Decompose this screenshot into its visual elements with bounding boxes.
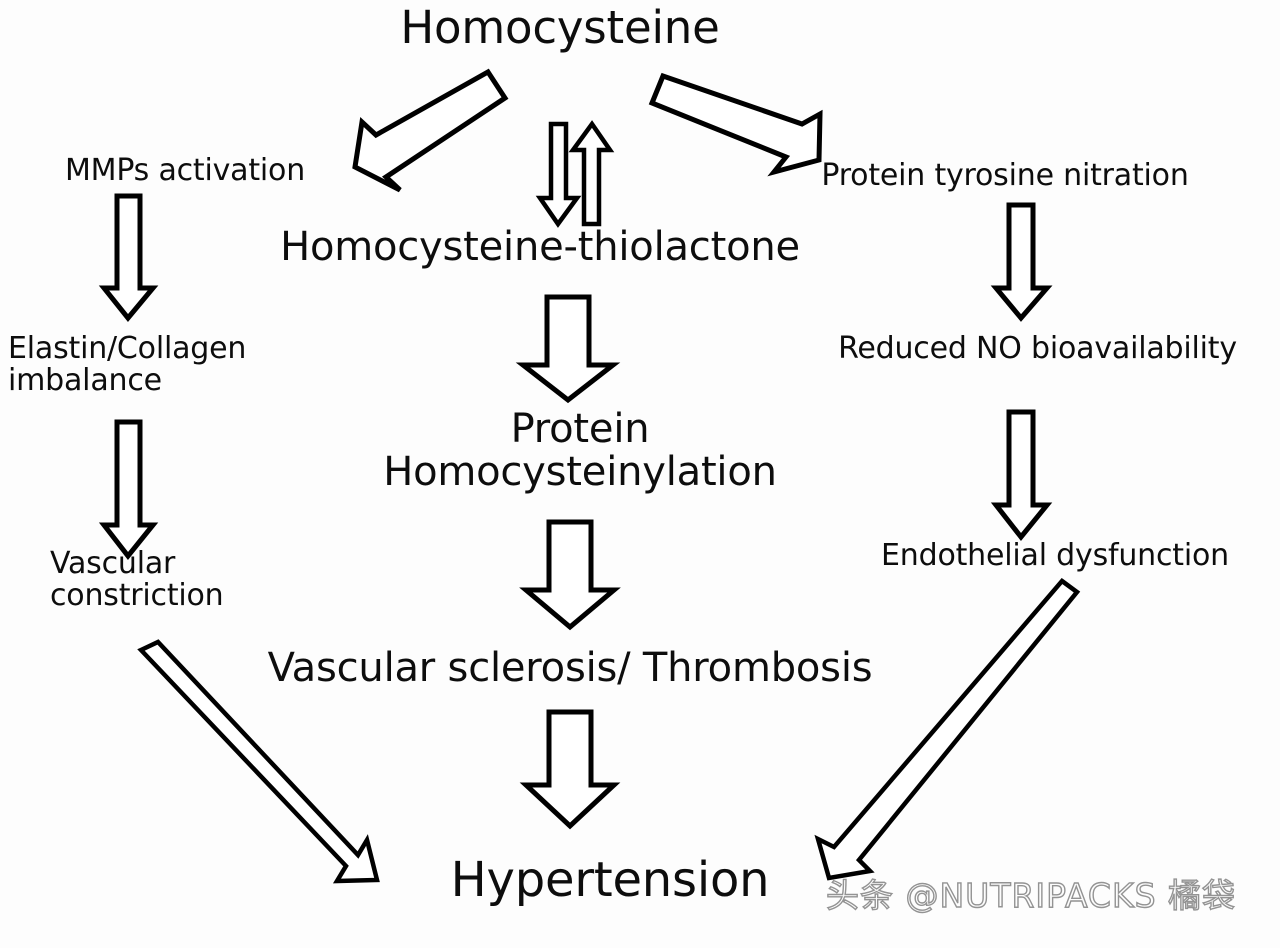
node-homocysteine-thiolactone: Homocysteine-thiolactone <box>280 224 800 270</box>
node-endothelial-dysfunction: Endothelial dysfunction <box>881 538 1229 573</box>
arrow-thiolactone-to-protein-homocysteinylation <box>515 294 621 404</box>
watermark-text: 头条 @NUTRIPACKS 橘袋 <box>825 875 1237 915</box>
node-homocysteine: Homocysteine <box>400 1 720 54</box>
node-hypertension: Hypertension <box>450 852 770 908</box>
node-vascular-constriction: Vascular constriction <box>50 546 224 614</box>
arrow-homocysteine-to-protein-tyrosine-nitration <box>648 72 823 177</box>
arrow-thiolactone-to-homocysteine-up <box>568 120 615 227</box>
node-protein-tyrosine-nitration: Protein tyrosine nitration <box>821 158 1189 193</box>
arrow-mmps-to-elastin-collagen <box>98 193 159 322</box>
arrow-protein-homocysteinylation-to-vascular-sclerosis <box>519 519 621 631</box>
node-vascular-sclerosis-thrombosis: Vascular sclerosis/ Thrombosis <box>267 645 873 691</box>
node-mmps-activation: MMPs activation <box>64 153 306 188</box>
arrow-elastin-collagen-to-vascular-constriction <box>98 419 159 561</box>
arrow-reduced-no-to-endothelial-dysfunction <box>990 409 1053 542</box>
arrow-vascular-constriction-to-hypertension <box>137 639 380 884</box>
arrow-endothelial-dysfunction-to-hypertension <box>814 577 1081 881</box>
arrow-vascular-sclerosis-to-hypertension <box>519 709 621 830</box>
arrow-homocysteine-to-thiolactone-down <box>535 121 582 228</box>
node-reduced-no-bioavailability: Reduced NO bioavailability <box>838 331 1237 366</box>
node-elastin-collagen-imbalance: Elastin/Collagen imbalance <box>8 331 247 399</box>
node-protein-homocysteinylation: Protein Homocysteinylation <box>383 406 777 496</box>
arrow-ptn-to-reduced-no <box>990 202 1053 322</box>
arrow-homocysteine-to-mmps-activation <box>352 68 509 193</box>
